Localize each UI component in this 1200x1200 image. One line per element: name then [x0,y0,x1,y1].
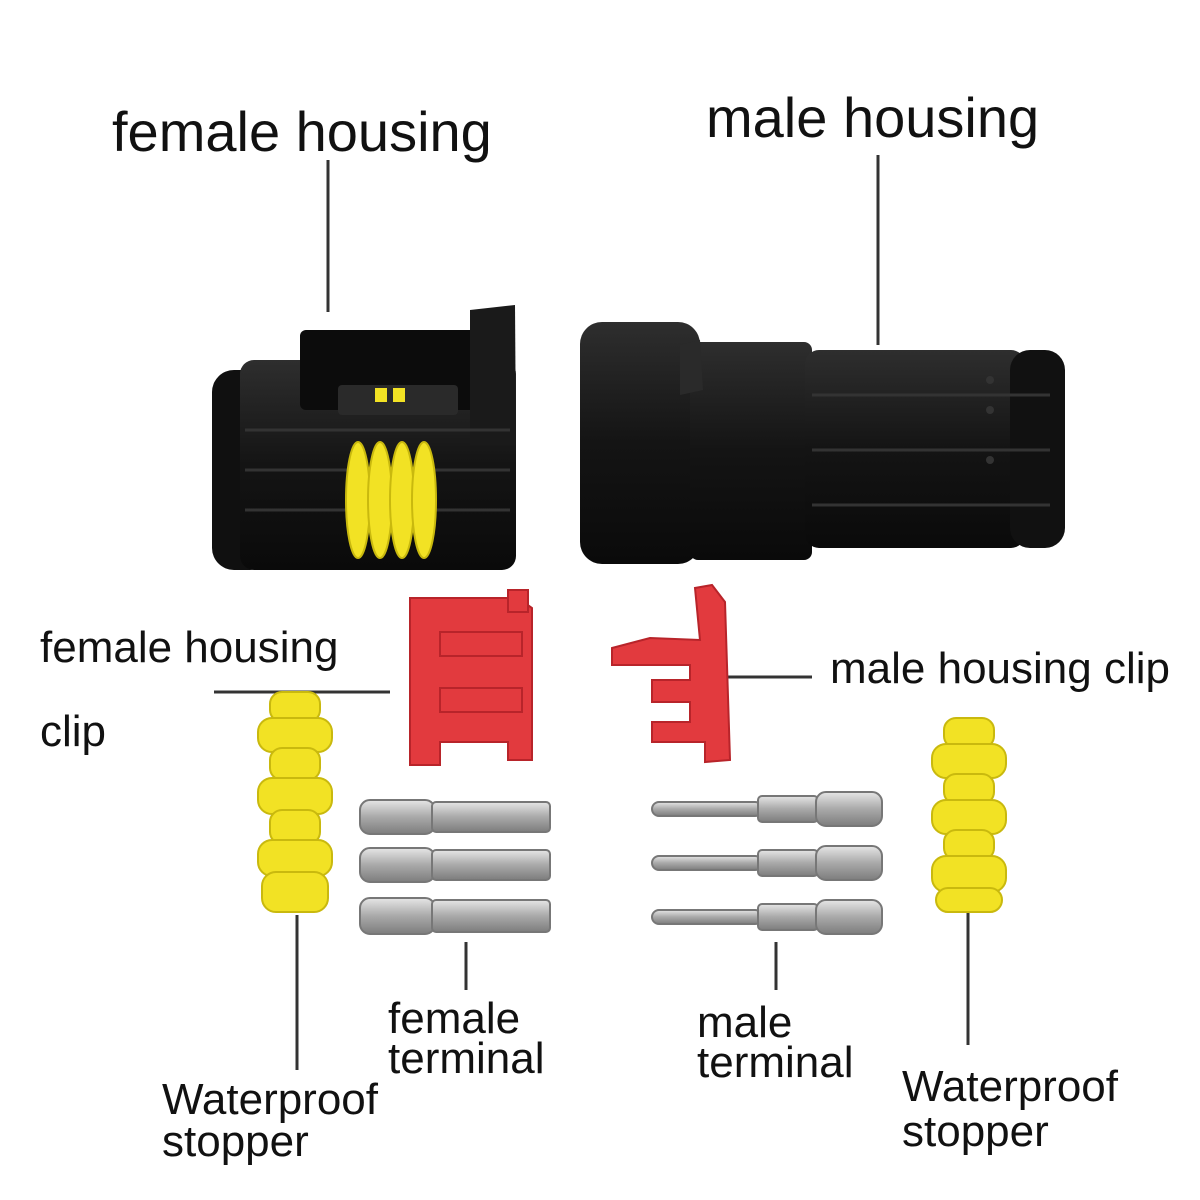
label-waterproof-stopper-left-line2: stopper [162,1117,309,1166]
waterproof-stopper-left [257,691,333,913]
label-female-terminal-line1: female [388,994,521,1043]
label-male-terminal-line2: terminal [697,1038,854,1087]
female-housing [212,305,516,570]
label-waterproof-stopper-right-line1: Waterproof [902,1062,1119,1111]
label-female-housing-clip-line1: female housing [40,623,339,672]
male-housing-clip [611,583,732,764]
label-male-terminal-line1: male [697,998,793,1047]
male-housing [580,322,1065,564]
male-terminals [651,791,883,935]
female-terminal-1 [359,799,551,835]
female-housing-seal [345,441,437,559]
male-terminal-2 [651,845,883,881]
female-terminal-2 [359,847,551,883]
label-waterproof-stopper-right-line2: stopper [902,1107,1049,1156]
label-male-housing: male housing [706,86,1040,149]
female-terminal-3 [359,897,551,935]
label-waterproof-stopper-left-line1: Waterproof [162,1075,379,1124]
female-housing-clip [409,589,533,766]
female-terminals [359,799,551,935]
male-terminal-3 [651,899,883,935]
male-terminal-1 [651,791,883,827]
label-female-housing-clip-line2: clip [40,707,107,756]
label-female-terminal-line2: terminal [388,1034,545,1083]
label-female-housing: female housing [112,100,492,163]
label-male-housing-clip: male housing clip [830,644,1170,693]
waterproof-stopper-right [931,717,1007,913]
